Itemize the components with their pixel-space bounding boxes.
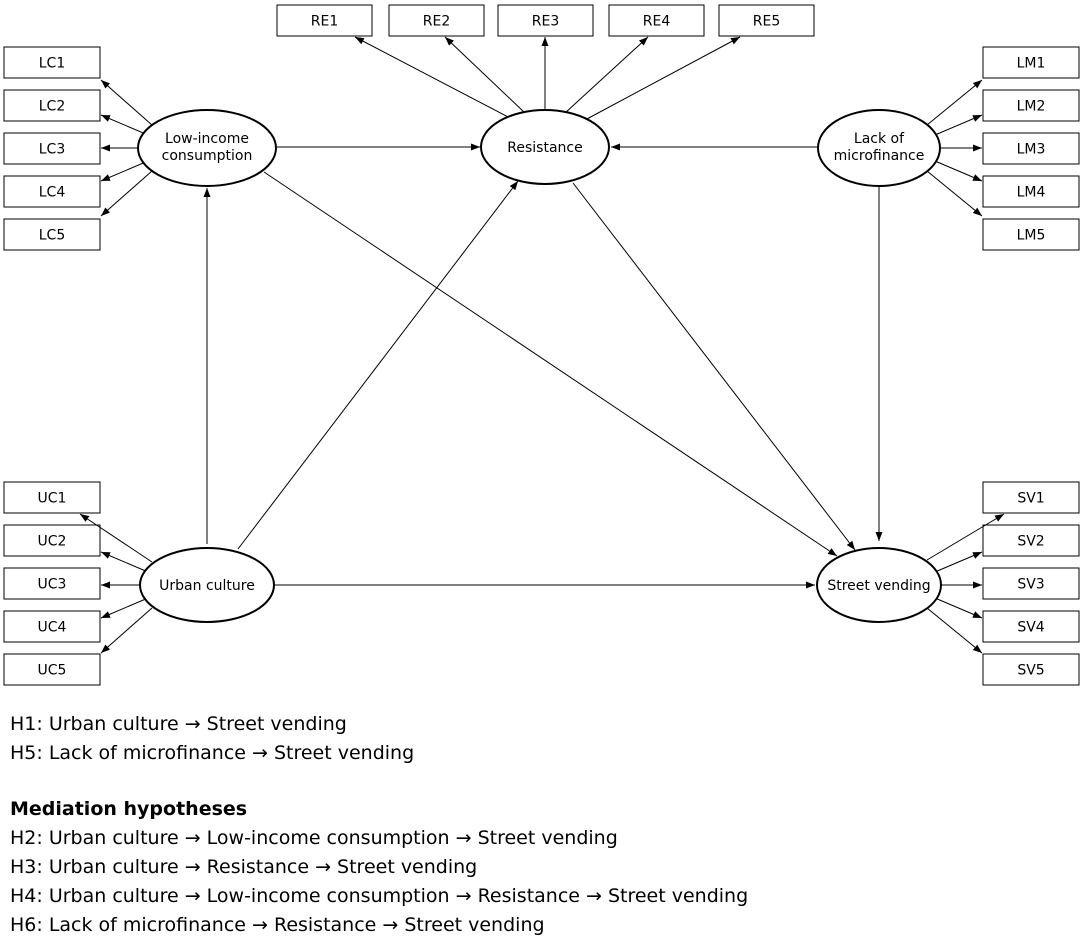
latent-resistance: Resistance [480,109,610,185]
indicator-uc1-label: UC1 [38,491,67,507]
indicator-sv5-label: SV5 [1017,663,1044,679]
indicator-lm5: LM5 [982,218,1080,251]
indicator-lm1: LM1 [982,46,1080,79]
indicator-uc5-label: UC5 [38,663,67,679]
path-lowincome-streetvending [263,171,838,557]
indicator-lm2: LM2 [982,89,1080,122]
indicator-sv3-label: SV3 [1017,577,1044,593]
indicator-lm2-label: LM2 [1017,99,1046,115]
indicator-re1: RE1 [276,4,373,37]
loadings-resistance [354,36,741,121]
latent-resistance-label: Resistance [507,140,582,156]
indicator-uc4-label: UC4 [38,620,67,636]
indicator-uc4: UC4 [3,610,101,643]
indicator-lc3-label: LC3 [39,142,65,158]
latent-low-income-line1: Low-income [165,131,249,147]
indicator-sv4-label: SV4 [1017,620,1044,636]
indicator-uc3: UC3 [3,567,101,600]
structural-paths [203,143,883,589]
legend-spacer [10,768,1070,795]
indicator-lm3-label: LM3 [1017,142,1046,158]
indicator-re4-label: RE4 [643,14,671,30]
indicator-sv4: SV4 [982,610,1080,643]
indicator-lc2: LC2 [3,89,101,122]
indicator-lm3: LM3 [982,132,1080,165]
loadings-microfinance [926,79,983,217]
indicator-lc2-label: LC2 [39,99,65,115]
indicator-lc3: LC3 [3,132,101,165]
latent-low-income-line2: consumption [162,148,253,164]
indicator-sv2-label: SV2 [1017,534,1044,550]
indicator-uc1: UC1 [3,481,101,514]
latent-street-vending: Street vending [816,547,942,623]
indicator-lm5-label: LM5 [1017,228,1046,244]
indicator-lc4: LC4 [3,175,101,208]
indicator-lc5: LC5 [3,218,101,251]
hypothesis-h6: H6: Lack of microfinance → Resistance → … [10,914,545,936]
indicator-sv5: SV5 [982,653,1080,686]
indicator-uc3-label: UC3 [38,577,67,593]
indicator-lm4-label: LM4 [1017,185,1046,201]
indicator-uc2-label: UC2 [38,534,67,550]
indicator-sv1-label: SV1 [1017,491,1044,507]
indicator-sv1: SV1 [982,481,1080,514]
latent-street-vending-label: Street vending [827,578,930,594]
latent-microfinance-line2: microfinance [834,148,925,164]
latent-microfinance-line1: Lack of [854,131,905,147]
path-resistance-streetvending [572,182,856,551]
hypothesis-h5: H5: Lack of microfinance → Street vendin… [10,742,415,764]
indicator-lc1-label: LC1 [39,56,65,72]
indicator-re5-label: RE5 [753,14,780,30]
indicator-re2-label: RE2 [423,14,450,30]
latent-low-income-consumption: Low-income consumption [137,109,277,187]
indicator-re4: RE4 [608,4,705,37]
latent-urban-culture-label: Urban culture [159,578,255,594]
indicator-sv2: SV2 [982,524,1080,557]
indicator-re2: RE2 [388,4,485,37]
hypothesis-h3: H3: Urban culture → Resistance → Street … [10,856,478,878]
path-urban-resistance [237,180,519,550]
indicator-re1-label: RE1 [311,14,338,30]
loadings-urban-culture [79,513,153,654]
indicator-lc5-label: LC5 [39,228,65,244]
indicator-uc5: UC5 [3,653,101,686]
indicator-re5: RE5 [718,4,815,37]
mediation-title: Mediation hypotheses [10,798,248,820]
hypothesis-h1: H1: Urban culture → Street vending [10,713,347,735]
latent-urban-culture: Urban culture [139,547,275,623]
indicator-sv3: SV3 [982,567,1080,600]
indicator-lm1-label: LM1 [1017,56,1046,72]
hypothesis-h2: H2: Urban culture → Low-income consumpti… [10,827,618,849]
path-diagram: RE1 RE2 RE3 RE4 RE5 LC1 LC2 LC3 LC4 LC5 … [3,4,1080,686]
indicator-uc2: UC2 [3,524,101,557]
indicator-lc4-label: LC4 [39,185,66,201]
hypotheses-legend: H1: Urban culture → Street vending H5: L… [10,710,1070,940]
latent-lack-of-microfinance: Lack of microfinance [817,109,941,187]
hypothesis-h4: H4: Urban culture → Low-income consumpti… [10,885,749,907]
indicator-lc1: LC1 [3,46,101,79]
indicator-lm4: LM4 [982,175,1080,208]
indicator-re3-label: RE3 [532,14,559,30]
indicator-re3: RE3 [497,4,594,37]
loadings-street-vending [926,513,1005,654]
loadings-low-income [100,79,153,217]
